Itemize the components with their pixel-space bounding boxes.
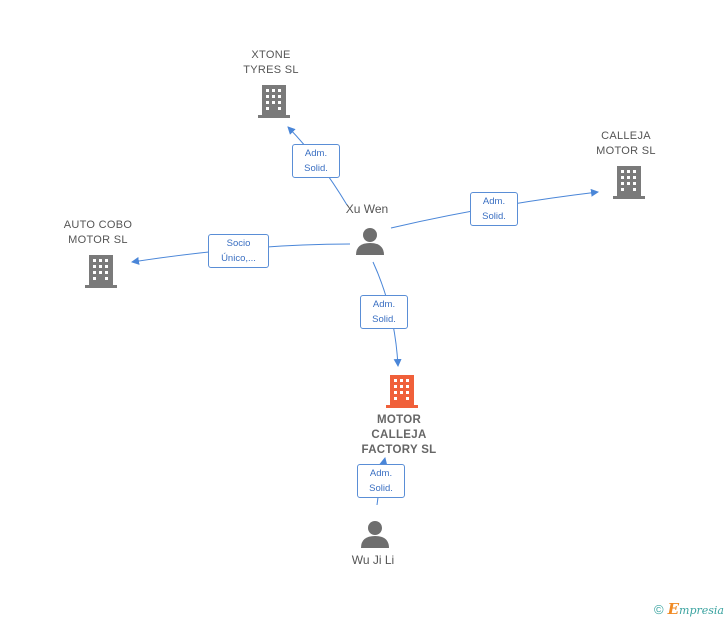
brand-initial: E xyxy=(667,600,680,618)
building-icon[interactable] xyxy=(258,85,290,118)
company-label-auto-cobo[interactable]: AUTO COBO MOTOR SL xyxy=(63,219,133,246)
edge-label-calleja: Adm. Solid. xyxy=(470,192,518,226)
edge-label-wujili: Adm. Solid. xyxy=(357,464,405,498)
brand-name: mpresia xyxy=(679,604,724,617)
empresia-logo: ©Empresia xyxy=(654,600,724,618)
company-label-calleja-motor[interactable]: CALLEJA MOTOR SL xyxy=(596,130,656,157)
company-label-xtone[interactable]: XTONE TYRES SL xyxy=(243,49,299,76)
building-icon[interactable] xyxy=(613,166,645,199)
edge-label-autocobo: Socio Único,... xyxy=(208,234,269,268)
building-icon-highlighted[interactable] xyxy=(386,375,418,408)
edge-label-xtone: Adm. Solid. xyxy=(292,144,340,178)
building-icon[interactable] xyxy=(85,255,117,288)
person-label-xu-wen[interactable]: Xu Wen xyxy=(345,202,389,216)
copyright-icon: © xyxy=(654,602,664,617)
edge-label-main: Adm. Solid. xyxy=(360,295,408,329)
company-label-motor-calleja-factory[interactable]: MOTOR CALLEJA FACTORY SL xyxy=(361,414,437,456)
person-icon[interactable] xyxy=(356,228,384,255)
person-label-wu-ji-li[interactable]: Wu Ji Li xyxy=(351,553,395,567)
person-icon[interactable] xyxy=(361,521,389,548)
